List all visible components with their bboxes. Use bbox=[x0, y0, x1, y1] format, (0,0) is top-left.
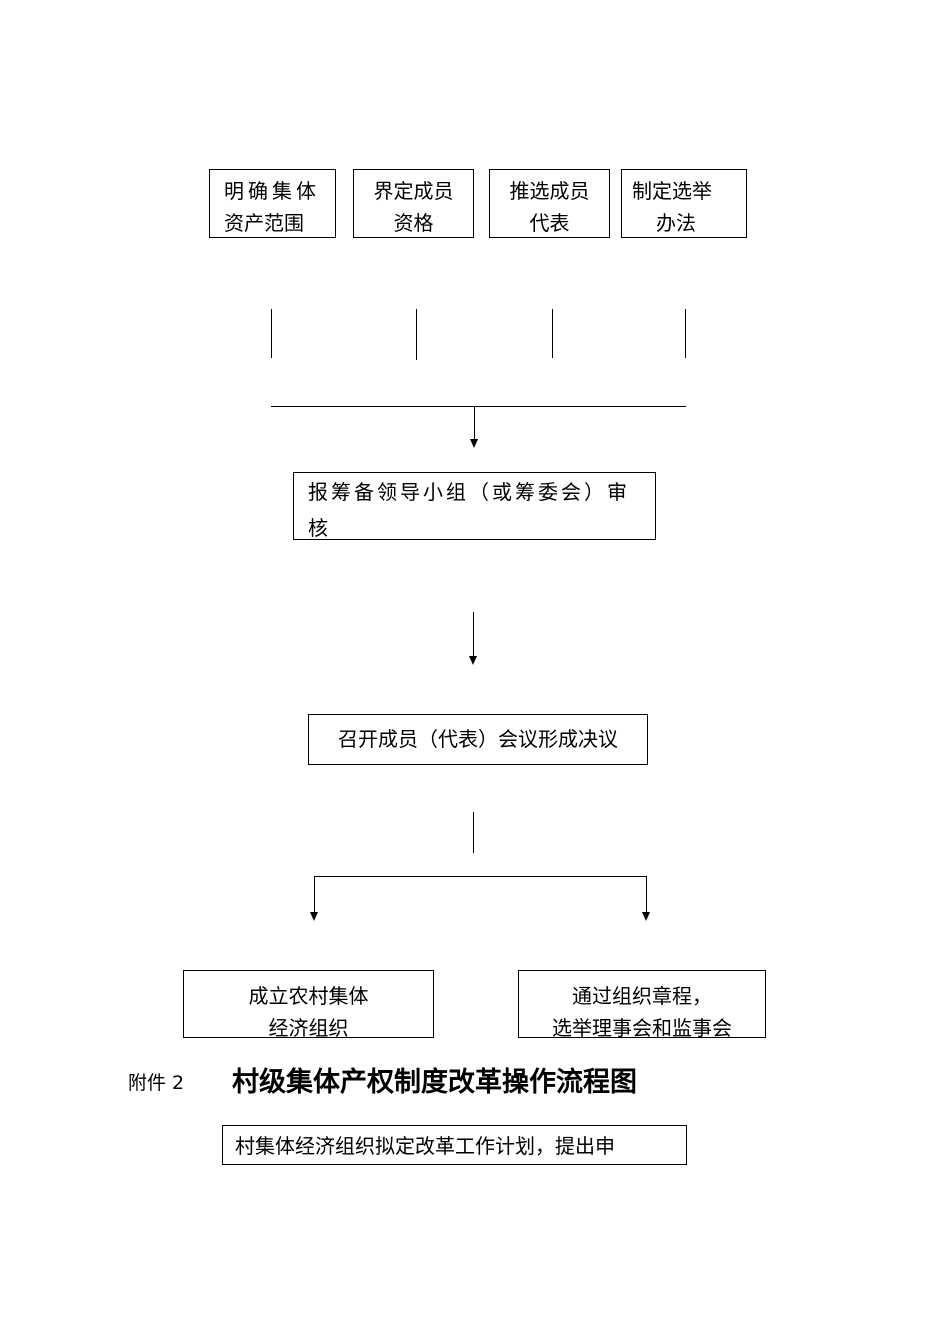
box-text-line1: 界定成员 bbox=[373, 179, 454, 203]
box-elect-representatives: 推选成员 代表 bbox=[489, 169, 610, 238]
box-review: 报筹备领导小组（或筹委会）审 核 bbox=[293, 472, 656, 540]
box-reform-plan: 村集体经济组织拟定改革工作计划，提出申 bbox=[222, 1125, 687, 1165]
page-title: 村级集体产权制度改革操作流程图 bbox=[232, 1067, 637, 1098]
box-text-line2: 资格 bbox=[393, 211, 434, 235]
box-text-line1: 报筹备领导小组（或筹委会）审 bbox=[308, 480, 630, 504]
box-member-meeting: 召开成员（代表）会议形成决议 bbox=[308, 714, 648, 765]
annex-label: 附件 2 bbox=[128, 1072, 185, 1094]
box-election-method: 制定选举 办法 bbox=[621, 169, 747, 238]
box-text-line2: 资产范围 bbox=[224, 211, 304, 235]
box-text-line1: 明确集体 bbox=[224, 179, 320, 203]
arrowhead-right bbox=[642, 912, 650, 921]
box-adopt-charter: 通过组织章程， 选举理事会和监事会 bbox=[518, 970, 766, 1038]
box-establish-collective: 成立农村集体 经济组织 bbox=[183, 970, 434, 1038]
merge-line bbox=[271, 406, 686, 407]
arrow-shaft-right bbox=[646, 876, 647, 913]
arrow-shaft-1 bbox=[474, 406, 475, 441]
arrowhead-left bbox=[310, 912, 318, 921]
box-text-line2: 核 bbox=[308, 516, 328, 540]
connector-v3 bbox=[552, 309, 553, 358]
arrowhead-1 bbox=[470, 439, 478, 448]
arrow-shaft-2 bbox=[473, 612, 474, 657]
box-text-line2: 代表 bbox=[529, 211, 570, 235]
split-line bbox=[314, 876, 647, 877]
arrow-shaft-left bbox=[314, 876, 315, 913]
box-define-asset-scope: 明确集体 资产范围 bbox=[209, 169, 336, 238]
connector-v1 bbox=[271, 309, 272, 358]
connector-v2 bbox=[416, 309, 417, 360]
box-text: 召开成员（代表）会议形成决议 bbox=[338, 727, 618, 751]
arrowhead-2 bbox=[469, 656, 477, 665]
box-text-line1: 通过组织章程， bbox=[572, 984, 712, 1008]
box-text-line2: 办法 bbox=[656, 211, 696, 235]
box-member-qualification: 界定成员 资格 bbox=[353, 169, 474, 238]
box-text-line2: 经济组织 bbox=[268, 1016, 349, 1038]
box-text: 村集体经济组织拟定改革工作计划，提出申 bbox=[235, 1134, 615, 1158]
connector-split-stem bbox=[473, 812, 474, 853]
connector-v4 bbox=[685, 309, 686, 358]
box-text-line1: 成立农村集体 bbox=[248, 984, 369, 1008]
box-text-line1: 制定选举 bbox=[632, 179, 712, 203]
box-text-line1: 推选成员 bbox=[509, 179, 590, 203]
box-text-line2: 选举理事会和监事会 bbox=[552, 1016, 732, 1038]
